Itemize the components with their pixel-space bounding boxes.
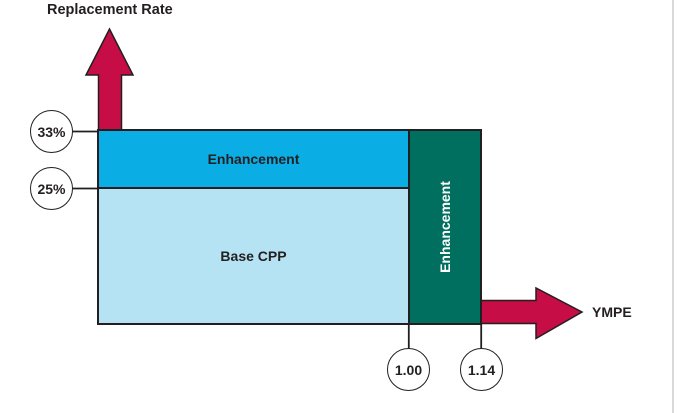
marker-33-percent-label: 33% [37,123,66,140]
x-axis-arrow-icon [480,286,584,340]
page-edge-divider [672,0,674,413]
region-enhancement-top: Enhancement [97,129,410,189]
marker-1-14: 1.14 [460,348,503,391]
marker-1-00-label: 1.00 [394,361,423,378]
marker-33-percent: 33% [30,110,73,153]
marker-25-percent: 25% [30,167,73,210]
marker-1-00: 1.00 [387,348,430,391]
region-base-cpp: Base CPP [97,187,410,325]
region-base-cpp-label: Base CPP [220,248,287,264]
y-axis-arrow-icon [84,27,135,132]
x-axis-title: YMPE [592,304,632,320]
region-enhancement-right-label: Enhancement [437,181,453,273]
region-enhancement-right: Enhancement [408,129,482,325]
marker-1-14-label: 1.14 [467,361,496,378]
region-enhancement-top-label: Enhancement [207,151,300,167]
y-axis-title: Replacement Rate [47,2,173,18]
marker-25-percent-label: 25% [37,180,66,197]
